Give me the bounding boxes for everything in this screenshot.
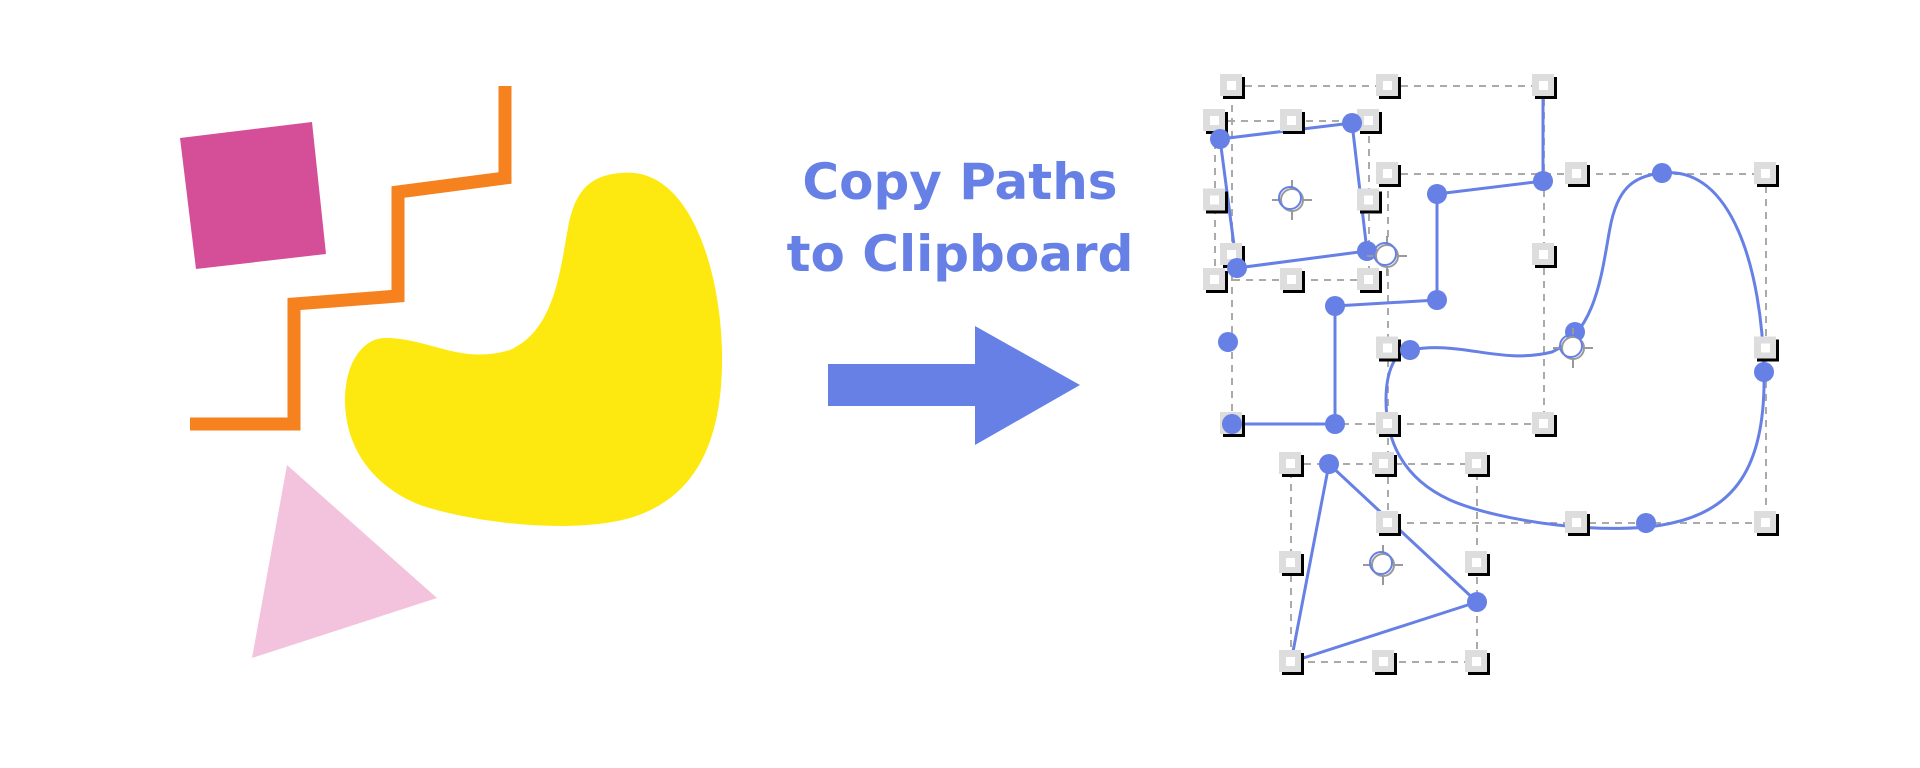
blob-handle-center <box>1383 343 1392 353</box>
anchor-point-icon <box>1427 184 1447 204</box>
anchor-point-icon <box>1210 129 1230 149</box>
triangle-handle-center <box>1286 459 1295 468</box>
anchor-point-icon <box>1636 513 1656 533</box>
square-handle-center <box>1364 116 1373 125</box>
anchor-point-icon <box>1754 362 1774 382</box>
blob-handle-center <box>1572 169 1581 178</box>
yellow-blob <box>345 172 723 526</box>
pink-triangle <box>252 465 437 658</box>
triangle-outline <box>1289 462 1479 664</box>
square-handle-center <box>1364 275 1373 284</box>
zigzag-handle-center <box>1539 419 1548 428</box>
right-arrow-icon <box>828 326 1080 445</box>
anchor-point-icon <box>1227 258 1247 278</box>
source-shapes <box>180 86 723 658</box>
anchor-point-icon <box>1652 163 1672 183</box>
zigzag-handle-center <box>1383 81 1392 90</box>
triangle-handle-center <box>1472 459 1481 468</box>
zigzag-crosshair-icon-ring <box>1373 242 1397 266</box>
zigzag-handle-center <box>1539 81 1548 90</box>
square-crosshair-icon-ring <box>1278 186 1302 210</box>
square-handle-center <box>1210 195 1219 205</box>
zigzag-handle-center <box>1539 250 1548 259</box>
blob-handle-center <box>1383 169 1392 178</box>
zigzag-handle-center <box>1383 419 1392 428</box>
blob-handle-center <box>1383 518 1392 527</box>
anchor-point-icon <box>1400 340 1420 360</box>
triangle-handle-center <box>1286 558 1295 567</box>
triangle-handle-center <box>1379 657 1388 666</box>
triangle-crosshair-icon-ring <box>1369 551 1393 575</box>
blob-crosshair-icon-ring <box>1559 334 1583 358</box>
triangle-handle-center <box>1472 657 1481 666</box>
blob-handle-center <box>1572 518 1581 527</box>
triangle-handle-center <box>1286 657 1295 666</box>
anchor-point-icon <box>1467 592 1487 612</box>
orange-zigzag <box>190 86 512 431</box>
anchor-point-icon <box>1319 454 1339 474</box>
square-handle-center <box>1287 116 1296 125</box>
triangle-handle-center <box>1472 558 1481 567</box>
square-handle-center <box>1364 195 1373 205</box>
magenta-square <box>180 122 326 269</box>
anchor-point-icon <box>1218 332 1238 352</box>
anchor-point-icon <box>1222 414 1242 434</box>
anchor-point-icon <box>1533 171 1553 191</box>
zigzag-handle-center <box>1227 250 1236 259</box>
square-handle-center <box>1210 275 1219 284</box>
anchor-point-icon <box>1325 296 1345 316</box>
zigzag-handle-center <box>1227 81 1236 90</box>
caption-line-2: to Clipboard <box>786 225 1134 283</box>
anchor-point-icon <box>1342 113 1362 133</box>
triangle-handle-center <box>1379 459 1388 468</box>
anchor-point-icon <box>1427 290 1447 310</box>
path-outlines <box>1203 74 1779 675</box>
square-handle-center <box>1287 275 1296 284</box>
square-handle-center <box>1210 116 1219 125</box>
blob-handle-center <box>1761 169 1770 178</box>
blob-handle-center <box>1761 518 1770 527</box>
caption-line-1: Copy Paths <box>802 153 1118 211</box>
anchor-point-icon <box>1325 414 1345 434</box>
blob-handle-center <box>1761 343 1770 353</box>
